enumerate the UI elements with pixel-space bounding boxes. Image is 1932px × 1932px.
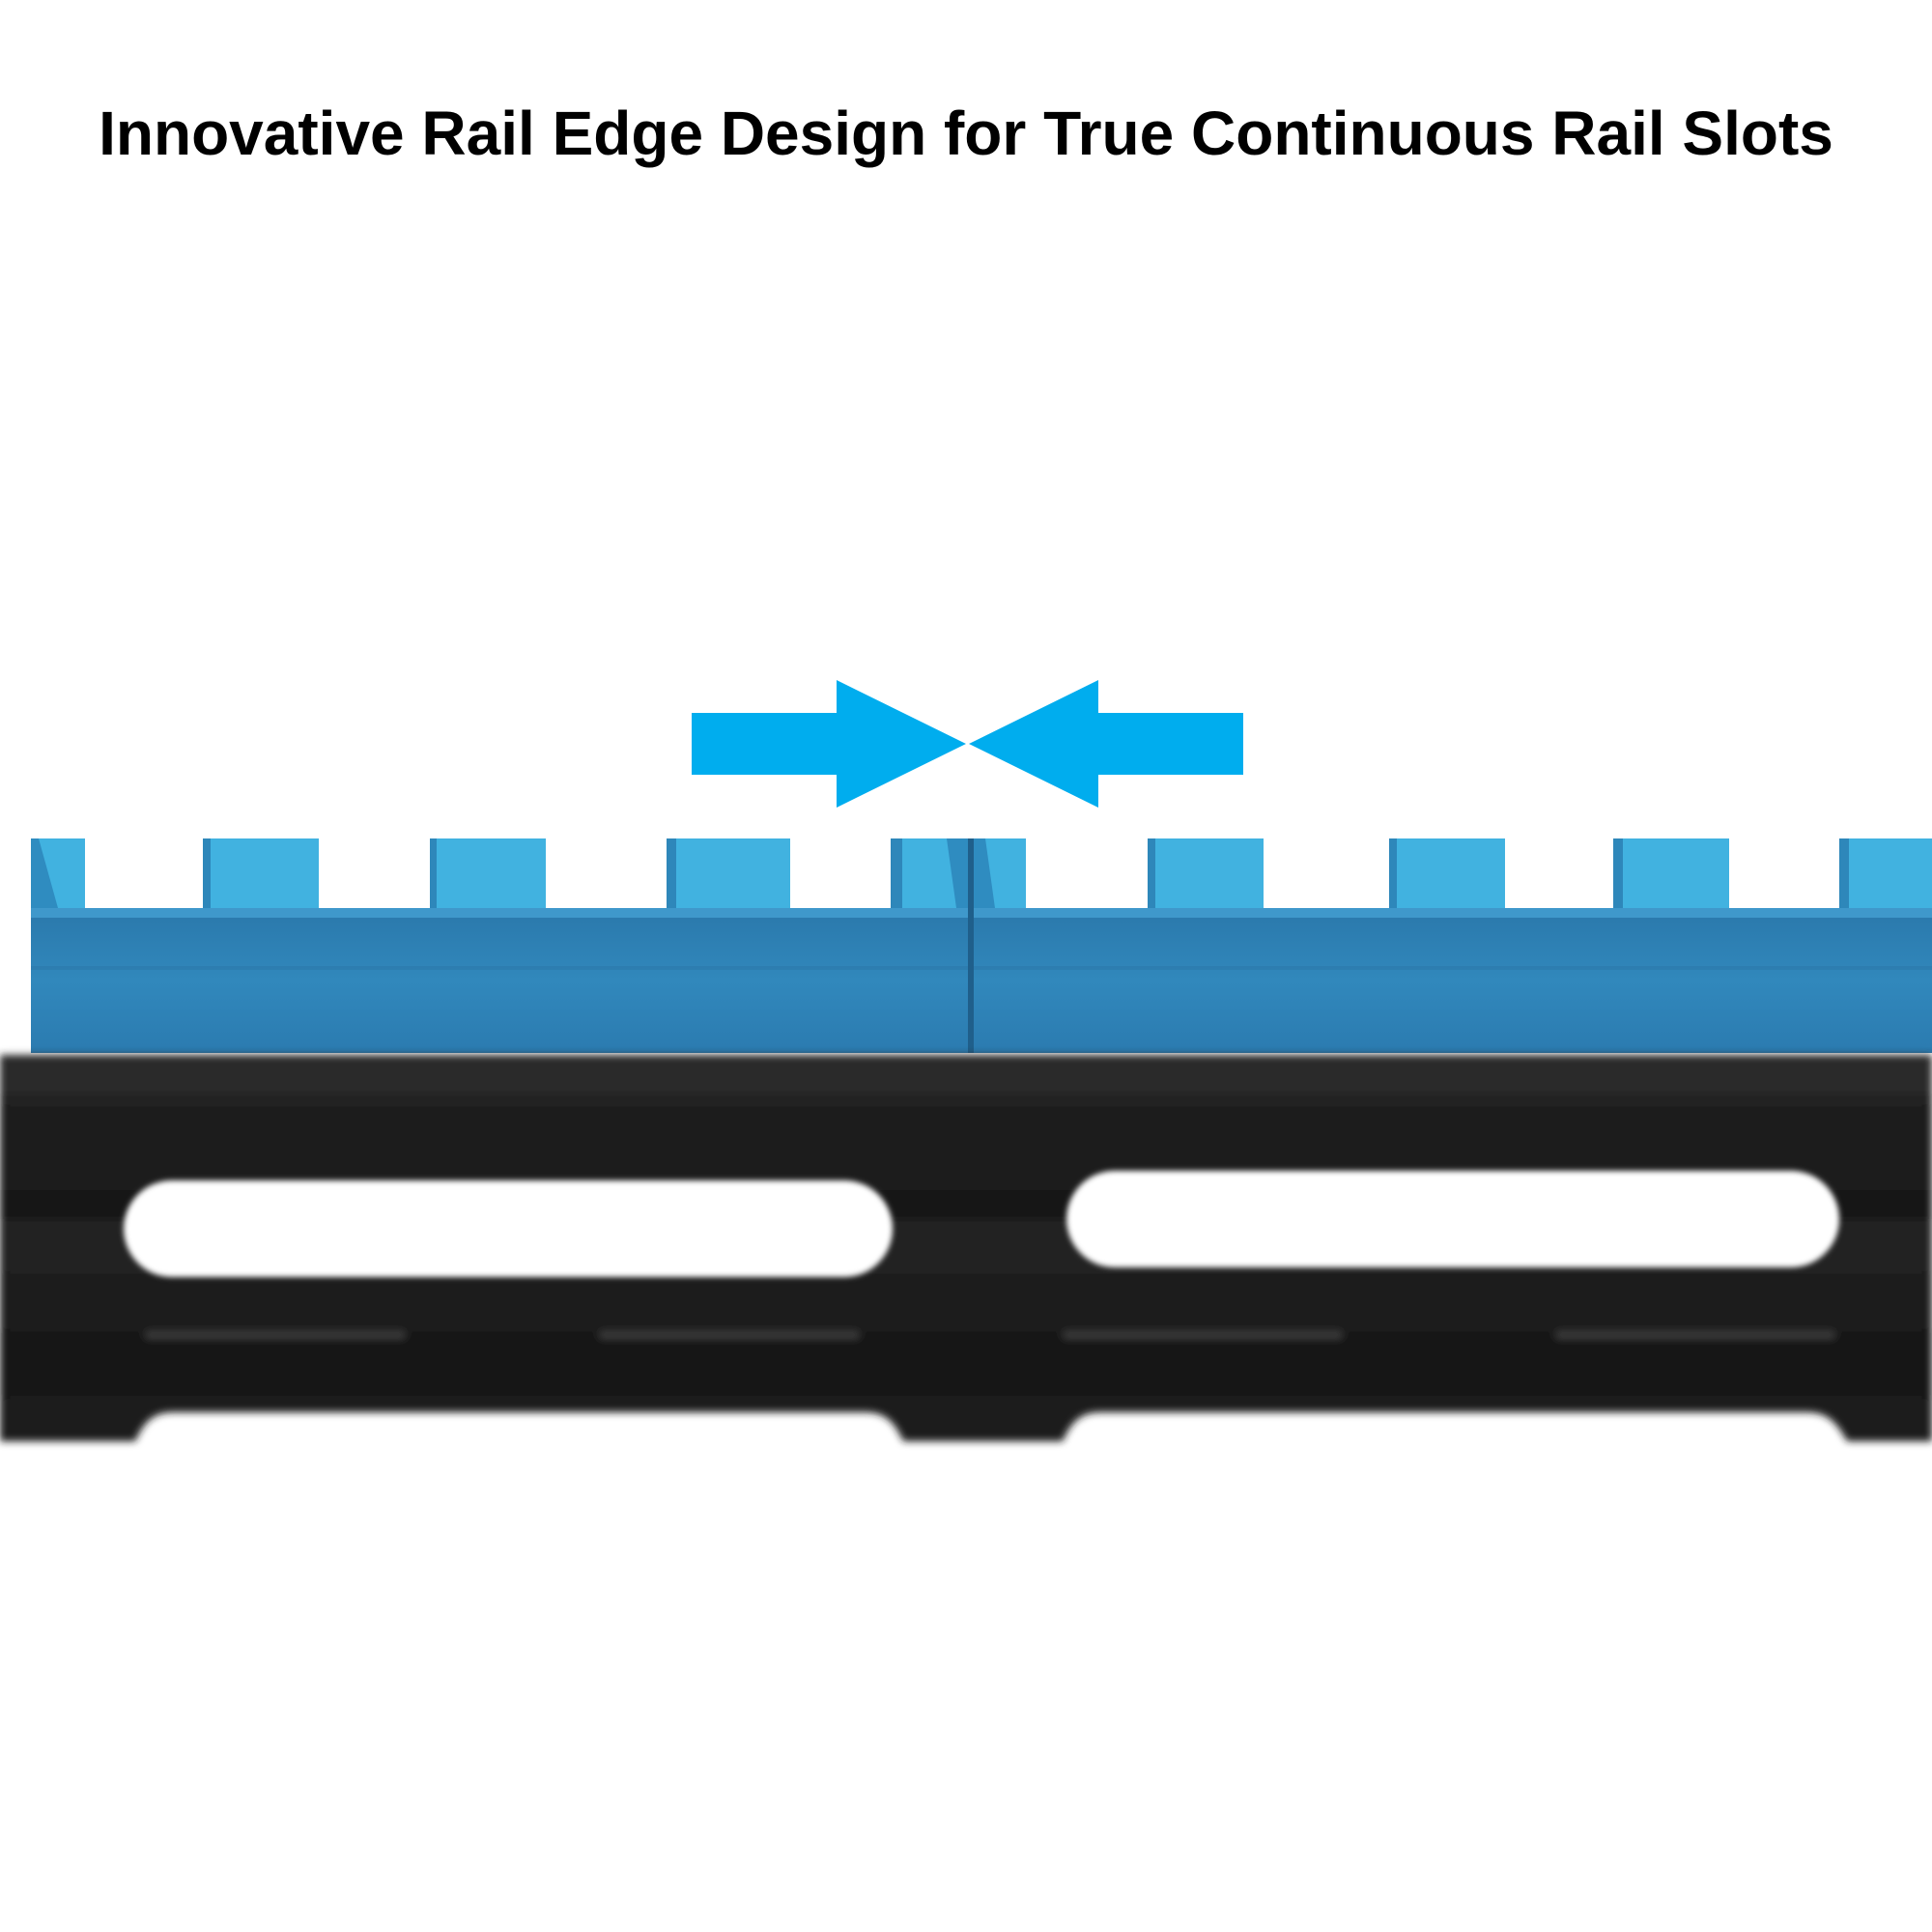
arrow-left-icon — [969, 680, 1243, 808]
handguard-highlight — [0, 1055, 1932, 1094]
rail-section-right — [974, 838, 1932, 1053]
rail-groove-right — [974, 966, 1932, 970]
rail-groove-left — [31, 966, 968, 970]
handguard-body — [0, 1055, 1932, 1441]
mlok-slot-left — [124, 1180, 893, 1277]
rail-seam — [968, 838, 974, 1053]
handguard-line — [145, 1331, 406, 1339]
rail-teeth-right — [974, 838, 1932, 908]
headline: Innovative Rail Edge Design for True Con… — [99, 98, 1833, 168]
rail-face-right — [974, 908, 1932, 1053]
handguard-line — [1555, 1331, 1835, 1339]
rail-bevel-right — [974, 908, 1932, 918]
handguard-line — [599, 1331, 860, 1339]
rail-face-left — [31, 908, 968, 1053]
rail-bevel-left — [31, 908, 968, 918]
rail-teeth-left — [31, 838, 968, 908]
arrow-right-icon — [692, 680, 966, 808]
rail-section-left — [31, 838, 968, 1053]
mlok-slot-right — [1066, 1171, 1839, 1267]
converging-arrows — [692, 680, 1243, 808]
handguard-slots — [124, 1171, 1839, 1277]
handguard-line — [1063, 1331, 1343, 1339]
